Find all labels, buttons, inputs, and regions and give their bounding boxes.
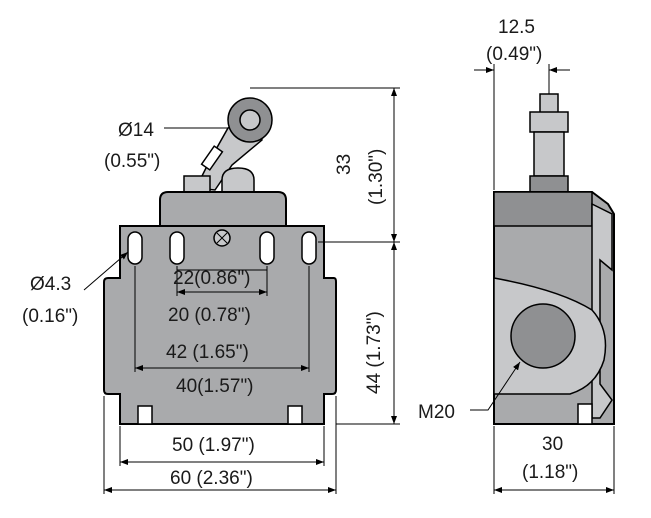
side-view (493, 93, 615, 425)
label-hole-dia-in: (0.16") (22, 306, 78, 327)
lever-slot (200, 145, 224, 171)
label-dim-22: 22(0.86") (173, 268, 251, 289)
mount-slot-2 (169, 231, 185, 265)
label-dim-30: 30 (542, 434, 563, 455)
mount-slot-1 (127, 231, 143, 265)
side-top-band (493, 191, 593, 227)
label-dim-33: 33 (334, 154, 355, 175)
front-view (103, 97, 337, 425)
side-plunger-body (533, 131, 565, 177)
label-dim-20: 20 (0.78") (168, 305, 251, 326)
label-thread: M20 (418, 402, 455, 423)
switch-housing (103, 225, 337, 425)
mount-slot-3 (259, 231, 275, 265)
mount-slot-4 (301, 231, 317, 265)
side-foot (577, 403, 593, 425)
cable-entry (510, 303, 576, 369)
side-plunger-base (529, 175, 569, 193)
label-dim-44: 44 (1.73") (364, 311, 385, 394)
label-dim-40: 40(1.57") (176, 376, 254, 397)
label-dim-12-5-in: (0.49") (486, 44, 542, 65)
label-roller-dia-in: (0.55") (104, 151, 160, 172)
foot-right (287, 405, 303, 425)
label-roller-dia: Ø14 (118, 120, 154, 141)
label-hole-dia: Ø4.3 (30, 274, 71, 295)
label-dim-60: 60 (2.36") (170, 468, 253, 489)
label-dim-42: 42 (1.65") (166, 342, 249, 363)
label-dim-33-in: (1.30") (366, 149, 387, 205)
roller-hub (239, 109, 261, 131)
side-plunger-collar (529, 111, 569, 133)
label-dim-50: 50 (1.97") (172, 435, 255, 456)
switch-head (159, 191, 287, 227)
label-dim-12-5: 12.5 (498, 17, 535, 38)
label-dim-30-in: (1.18") (522, 462, 578, 483)
side-dimensions (470, 64, 615, 494)
front-dimensions (83, 87, 400, 494)
foot-left (137, 405, 153, 425)
plunger-head (221, 167, 255, 197)
